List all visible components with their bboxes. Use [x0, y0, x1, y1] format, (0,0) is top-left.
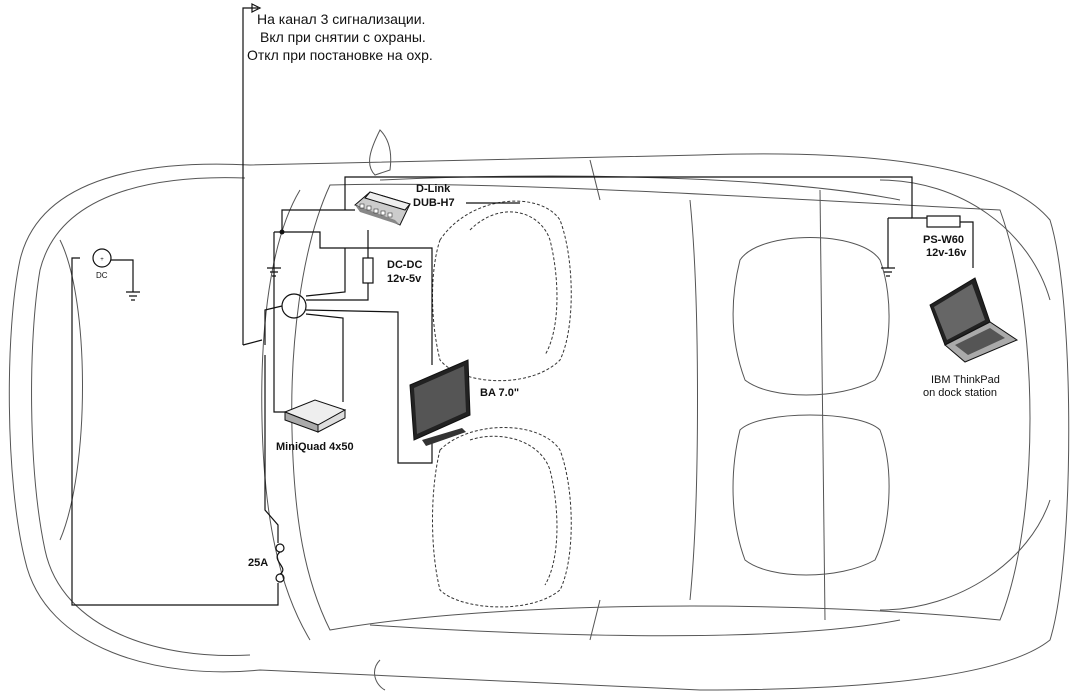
psw-label-1: PS-W60 [923, 234, 964, 246]
psw-label-2: 12v-16v [926, 247, 967, 259]
seats [432, 200, 890, 608]
psw60-converter: PS-W60 12v-16v [923, 215, 967, 259]
wiring [71, 3, 974, 606]
monitor-label: BA 7.0" [480, 387, 519, 399]
dc-source-label: DC [96, 271, 108, 280]
monitor-device: BA 7.0" [409, 359, 519, 446]
note-line-3: Откл при постановке на охр. [247, 47, 433, 63]
ground-symbol [126, 267, 895, 301]
note-line-1: На канал 3 сигнализации. [257, 11, 425, 27]
svg-text:+: + [100, 257, 104, 263]
miniquad-device: MiniQuad 4x50 [276, 399, 354, 453]
dcdc-label-2: 12v-5v [387, 273, 422, 285]
dc-source: + DC [92, 248, 112, 280]
dcdc-converter: DC-DC 12v-5v [362, 257, 422, 285]
miniquad-label: MiniQuad 4x50 [276, 441, 354, 453]
fuse-label: 25A [248, 557, 268, 569]
laptop-label-1: IBM ThinkPad [931, 374, 1000, 386]
junction-hub [281, 293, 307, 319]
laptop-device: IBM ThinkPad on dock station [923, 277, 1019, 399]
dlink-label-1: D-Link [416, 183, 451, 195]
dlink-label-2: DUB-H7 [413, 197, 455, 209]
dlink-hub-device: D-Link DUB-H7 [354, 183, 455, 226]
note-line-2: Вкл при снятии с охраны. [260, 29, 426, 45]
fuse-25a: 25A [248, 543, 285, 583]
dcdc-label-1: DC-DC [387, 259, 422, 271]
alarm-channel-note: На канал 3 сигнализации. Вкл при снятии … [247, 11, 433, 63]
car-outline [8, 129, 1070, 691]
laptop-label-2: on dock station [923, 387, 997, 399]
